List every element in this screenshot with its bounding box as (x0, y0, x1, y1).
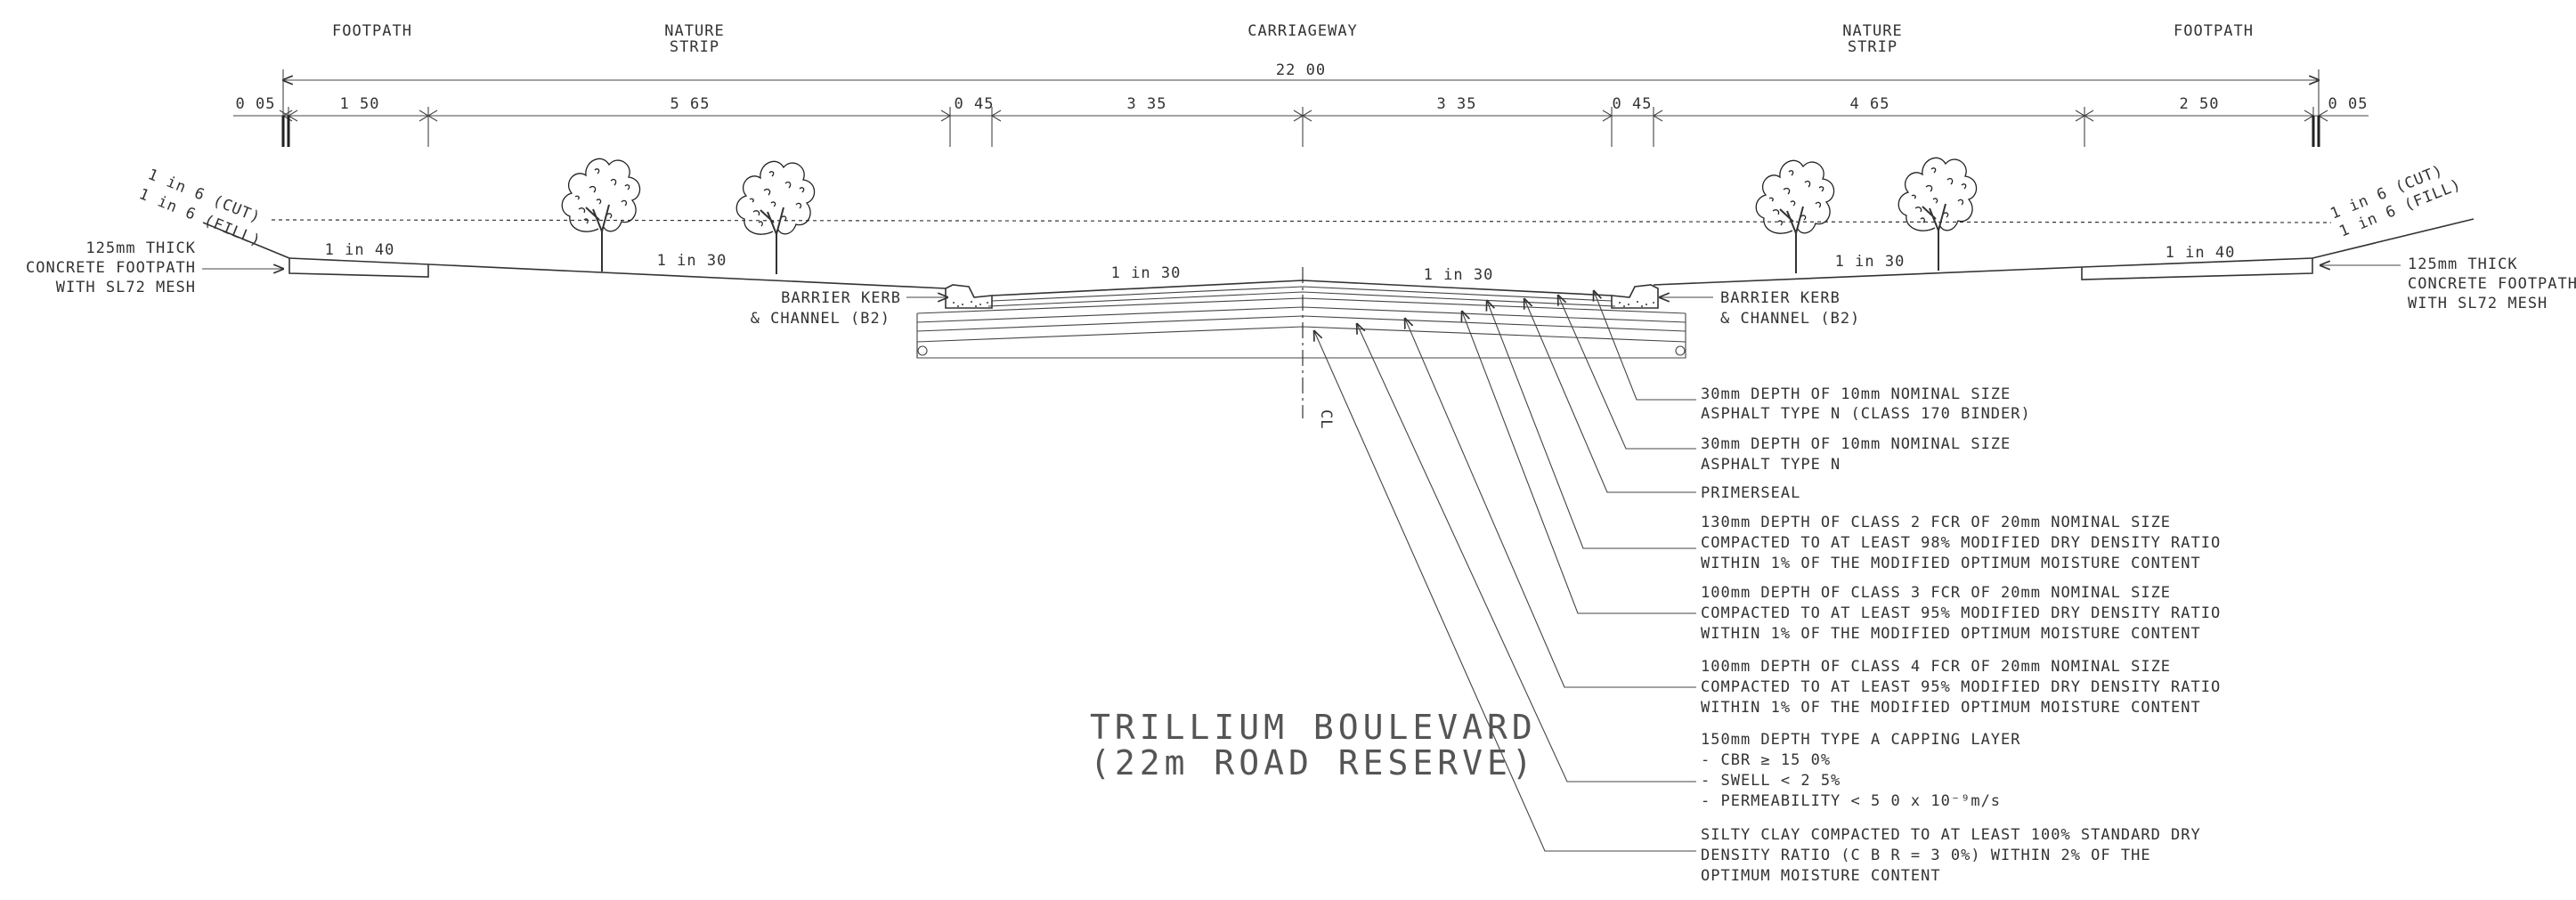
layer-note-7: 150mm DEPTH TYPE A CAPPING LAYER - CBR ≥… (1701, 731, 2021, 810)
dim-5-65: 5 65 (670, 95, 711, 113)
overall-dimension: 22 00 (283, 61, 2319, 147)
pavement-layers (916, 280, 1686, 359)
segment-dimensions: 0 05 1 50 5 65 0 45 3 35 3 35 0 45 4 65 … (233, 95, 2369, 147)
grade-footpath-left: 1 in 40 (325, 241, 395, 259)
svg-text:CONCRETE FOOTPATH: CONCRETE FOOTPATH (26, 259, 196, 277)
drawing-title: TRILLIUM BOULEVARD (1090, 708, 1537, 747)
svg-text:- CBR ≥ 15 0%: - CBR ≥ 15 0% (1701, 751, 1831, 769)
kerb-left (945, 284, 993, 309)
kerb-right (1611, 284, 1659, 309)
callout-kerb-right: BARRIER KERB & CHANNEL (B2) (1660, 289, 1860, 328)
svg-text:COMPACTED TO AT LEAST 95% MODI: COMPACTED TO AT LEAST 95% MODIFIED DRY D… (1701, 604, 2221, 622)
right-verge-profile (1653, 257, 2313, 286)
header-nature-strip-right-2: STRIP (1848, 38, 1897, 56)
svg-text:ASPHALT TYPE N (CLASS 170 BIND: ASPHALT TYPE N (CLASS 170 BINDER) (1701, 405, 2031, 423)
svg-text:WITH SL72 MESH: WITH SL72 MESH (2408, 295, 2548, 312)
svg-text:WITH SL72 MESH: WITH SL72 MESH (56, 279, 196, 296)
svg-text:30mm DEPTH OF 10mm NOMINAL SIZ: 30mm DEPTH OF 10mm NOMINAL SIZE (1701, 435, 2011, 453)
svg-text:OPTIMUM MOISTURE CONTENT: OPTIMUM MOISTURE CONTENT (1701, 867, 1941, 885)
layer-note-2: 30mm DEPTH OF 10mm NOMINAL SIZE ASPHALT … (1701, 435, 2011, 474)
layer-note-5: 100mm DEPTH OF CLASS 3 FCR OF 20mm NOMIN… (1701, 584, 2221, 643)
svg-text:30mm DEPTH OF 10mm NOMINAL SIZ: 30mm DEPTH OF 10mm NOMINAL SIZE (1701, 385, 2011, 403)
batter-left-line (202, 222, 290, 259)
callout-footpath-left: 125mm THICK CONCRETE FOOTPATH WITH SL72 … (26, 239, 283, 296)
header-nature-strip-right-1: NATURE (1842, 22, 1902, 40)
svg-text:WITHIN 1% OF THE MODIFIED OPTI: WITHIN 1% OF THE MODIFIED OPTIMUM MOISTU… (1701, 625, 2201, 643)
svg-text:SILTY CLAY COMPACTED TO AT LEA: SILTY CLAY COMPACTED TO AT LEAST 100% ST… (1701, 826, 2201, 844)
svg-text:WITHIN 1% OF THE MODIFIED OPTI: WITHIN 1% OF THE MODIFIED OPTIMUM MOISTU… (1701, 555, 2201, 572)
svg-text:BARRIER KERB: BARRIER KERB (1720, 289, 1841, 307)
svg-text:130mm DEPTH OF CLASS 2 FCR OF: 130mm DEPTH OF CLASS 2 FCR OF 20mm NOMIN… (1701, 514, 2171, 531)
svg-text:- PERMEABILITY < 5 0 x 10⁻⁹m/s: - PERMEABILITY < 5 0 x 10⁻⁹m/s (1701, 792, 2001, 810)
dim-0-45-right: 0 45 (1613, 95, 1653, 113)
dim-0-05-right: 0 05 (2328, 95, 2369, 113)
tree-icon-2 (735, 160, 816, 275)
batter-right-line (2312, 218, 2474, 259)
grade-verge-left: 1 in 30 (657, 252, 727, 270)
svg-text:150mm DEPTH TYPE A CAPPING LAY: 150mm DEPTH TYPE A CAPPING LAYER (1701, 731, 2021, 749)
layer-note-6: 100mm DEPTH OF CLASS 4 FCR OF 20mm NOMIN… (1701, 658, 2221, 717)
svg-text:CONCRETE FOOTPATH: CONCRETE FOOTPATH (2408, 275, 2576, 293)
svg-text:BARRIER KERB: BARRIER KERB (781, 289, 901, 307)
svg-text:DENSITY RATIO (C B R = 3 0%) W: DENSITY RATIO (C B R = 3 0%) WITHIN 2% O… (1701, 847, 2151, 864)
layer-note-8: SILTY CLAY COMPACTED TO AT LEAST 100% ST… (1701, 826, 2201, 885)
grade-footpath-right: 1 in 40 (2166, 244, 2236, 262)
layer-note-4: 130mm DEPTH OF CLASS 2 FCR OF 20mm NOMIN… (1701, 514, 2221, 572)
svg-text:100mm DEPTH OF CLASS 3 FCR OF: 100mm DEPTH OF CLASS 3 FCR OF 20mm NOMIN… (1701, 584, 2171, 602)
dim-1-50: 1 50 (340, 95, 380, 113)
header-footpath-right: FOOTPATH (2174, 22, 2254, 40)
svg-text:WITHIN 1% OF THE MODIFIED OPTI: WITHIN 1% OF THE MODIFIED OPTIMUM MOISTU… (1701, 699, 2201, 717)
svg-text:ASPHALT TYPE N: ASPHALT TYPE N (1701, 456, 1841, 474)
layer-note-3: PRIMERSEAL (1701, 484, 1800, 502)
dim-3-35-left: 3 35 (1127, 95, 1167, 113)
grade-road-left: 1 in 30 (1111, 264, 1182, 282)
dim-0-45-left: 0 45 (955, 95, 995, 113)
svg-text:COMPACTED TO AT LEAST 95% MODI: COMPACTED TO AT LEAST 95% MODIFIED DRY D… (1701, 678, 2221, 696)
tree-icon-1 (561, 158, 641, 272)
dim-0-05-left: 0 05 (236, 95, 276, 113)
header-nature-strip-left-1: NATURE (664, 22, 724, 40)
dim-2-50: 2 50 (2180, 95, 2220, 113)
header-footpath-left: FOOTPATH (332, 22, 412, 40)
callout-footpath-right: 125mm THICK CONCRETE FOOTPATH WITH SL72 … (2320, 255, 2576, 312)
overall-dimension-label: 22 00 (1276, 61, 1326, 79)
tree-icon-4 (1897, 157, 1978, 272)
grade-road-right: 1 in 30 (1424, 266, 1494, 284)
svg-text:100mm DEPTH OF CLASS 4 FCR OF: 100mm DEPTH OF CLASS 4 FCR OF 20mm NOMIN… (1701, 658, 2171, 676)
header-nature-strip-left-2: STRIP (670, 38, 719, 56)
svg-text:- SWELL < 2 5%: - SWELL < 2 5% (1701, 772, 1841, 790)
svg-text:125mm THICK: 125mm THICK (2408, 255, 2518, 273)
svg-text:& CHANNEL (B2): & CHANNEL (B2) (1720, 310, 1860, 328)
svg-text:COMPACTED TO AT LEAST 98% MODI: COMPACTED TO AT LEAST 98% MODIFIED DRY D… (1701, 534, 2221, 552)
centerline-label: CL (1317, 409, 1335, 429)
svg-text:PRIMERSEAL: PRIMERSEAL (1701, 484, 1800, 502)
layer-leaders (1314, 291, 1696, 852)
callout-kerb-left: BARRIER KERB & CHANNEL (B2) (751, 289, 947, 328)
dim-3-35-right: 3 35 (1437, 95, 1477, 113)
drawing-subtitle: (22m ROAD RESERVE) (1090, 743, 1537, 782)
natural-surface-line (271, 219, 2332, 223)
dim-4-65: 4 65 (1850, 95, 1890, 113)
left-verge-profile (288, 257, 947, 289)
svg-text:& CHANNEL (B2): & CHANNEL (B2) (751, 310, 890, 328)
grade-verge-right: 1 in 30 (1835, 253, 1906, 271)
header-carriageway: CARRIAGEWAY (1247, 22, 1358, 40)
svg-text:125mm THICK: 125mm THICK (85, 239, 196, 257)
layer-note-1: 30mm DEPTH OF 10mm NOMINAL SIZE ASPHALT … (1701, 385, 2031, 423)
reserve-boundaries (281, 116, 2320, 147)
tree-icon-3 (1755, 159, 1835, 274)
